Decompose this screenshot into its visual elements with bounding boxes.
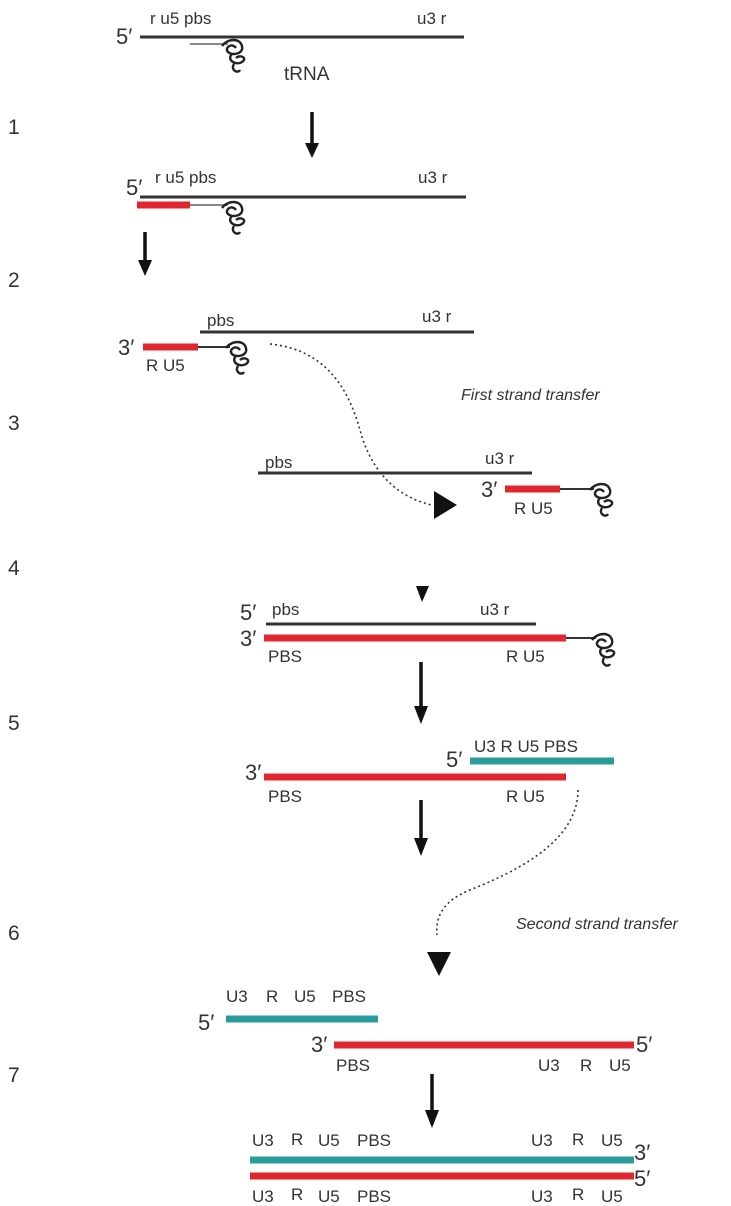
step-1-number: 1 <box>8 116 20 139</box>
step-6-number: 6 <box>8 922 20 945</box>
step-7-number: 7 <box>8 1064 20 1087</box>
three-prime-label: 3′ <box>481 477 497 502</box>
stage-1: 5′ r u5 pbs u3 r <box>126 168 466 235</box>
arrow-step-7 <box>425 1074 439 1128</box>
r-u5-label: R U5 <box>514 499 553 518</box>
pbs-label: pbs <box>265 453 292 472</box>
pbs-upper-label: PBS <box>357 1187 391 1206</box>
second-strand-transfer-label: Second strand transfer <box>516 916 679 933</box>
stage-6: U3 R U5 PBS 5′ 3′ 5′ PBS U3 R U5 <box>198 987 652 1075</box>
pbs-upper-label: PBS <box>357 1131 391 1150</box>
first-strand-transfer-label: First strand transfer <box>461 387 600 404</box>
pbs-upper-label: PBS <box>268 647 302 666</box>
arrow-step-5 <box>414 662 428 724</box>
trna-label: tRNA <box>284 64 330 85</box>
r-label: R <box>572 1185 584 1204</box>
trna-icon <box>220 200 246 235</box>
arrow-step-4 <box>416 586 429 602</box>
r-u5-label: R U5 <box>506 787 545 806</box>
pbs-upper-label: PBS <box>332 987 366 1006</box>
r-u5-pbs-label: r u5 pbs <box>155 168 216 187</box>
three-prime-label: 3′ <box>118 335 134 360</box>
r-label: R <box>291 1130 303 1149</box>
r-label: R <box>266 987 278 1006</box>
first-transfer-arrowhead <box>434 491 457 519</box>
pbs-label: pbs <box>207 311 234 330</box>
stage-4: 5′ pbs u3 r 3′ PBS R U5 <box>240 600 616 667</box>
step-2-number: 2 <box>8 269 20 292</box>
arrow-step-1 <box>305 112 319 158</box>
five-prime-label: 5′ <box>116 24 132 49</box>
pbs-label: pbs <box>272 600 299 619</box>
u5-label: U5 <box>318 1187 340 1206</box>
u3-r-label: u3 r <box>480 600 510 619</box>
u3-r-label: u3 r <box>485 449 515 468</box>
u3-r-label: u3 r <box>422 307 452 326</box>
r-label: R <box>572 1130 584 1149</box>
u3-label: U3 <box>252 1131 274 1150</box>
pbs-upper-label: PBS <box>336 1056 370 1075</box>
five-prime-label: 5′ <box>126 175 142 200</box>
u3-label: U3 <box>538 1056 560 1075</box>
three-prime-label: 3′ <box>311 1032 327 1057</box>
u3-r-label: u3 r <box>418 168 448 187</box>
step-4-number: 4 <box>8 557 20 580</box>
step-numbers: 1 2 3 4 5 6 7 <box>8 116 20 1087</box>
three-prime-label: 3′ <box>245 760 261 785</box>
five-prime-label: 5′ <box>446 747 462 772</box>
u3-r-u5-pbs-label: U3 R U5 PBS <box>474 737 578 756</box>
second-transfer-arrowhead <box>427 952 451 976</box>
u5-label: U5 <box>601 1187 623 1206</box>
step-3-number: 3 <box>8 412 20 435</box>
r-label: R <box>580 1056 592 1075</box>
u5-label: U5 <box>609 1056 631 1075</box>
r-u5-pbs-label: r u5 pbs <box>150 9 211 28</box>
u3-label: U3 <box>226 987 248 1006</box>
first-transfer-dotted-path <box>269 343 433 506</box>
u3-r-label: u3 r <box>417 9 447 28</box>
five-prime-label-right: 5′ <box>636 1032 652 1057</box>
stage-5: 5′ U3 R U5 PBS 3′ PBS R U5 <box>245 737 614 936</box>
five-prime-label: 5′ <box>198 1010 214 1035</box>
u5-label: U5 <box>294 987 316 1006</box>
u5-label: U5 <box>318 1131 340 1150</box>
u5-label: U5 <box>601 1131 623 1150</box>
stage-7: U3 R U5 PBS U3 R U5 3′ 5′ U3 R U5 PBS U3… <box>250 1130 650 1206</box>
r-label: R <box>291 1185 303 1204</box>
three-prime-label: 3′ <box>240 626 256 651</box>
three-prime-label: 3′ <box>634 1140 650 1165</box>
pbs-upper-label: PBS <box>268 787 302 806</box>
arrow-step-2 <box>138 232 152 276</box>
u3-label: U3 <box>252 1187 274 1206</box>
u3-label: U3 <box>531 1187 553 1206</box>
arrow-step-6 <box>414 800 428 856</box>
step-5-number: 5 <box>8 712 20 735</box>
five-prime-label: 5′ <box>240 600 256 625</box>
stage-2: pbs u3 r 3′ R U5 First strand transfer <box>118 307 600 506</box>
stage-genome: 5′ r u5 pbs u3 r tRNA <box>116 9 464 85</box>
five-prime-label: 5′ <box>634 1166 650 1191</box>
u3-label: U3 <box>531 1131 553 1150</box>
stage-3: pbs u3 r 3′ R U5 <box>258 449 614 519</box>
r-u5-label: R U5 <box>146 356 185 375</box>
second-transfer-dotted-path <box>435 789 579 936</box>
r-u5-label: R U5 <box>506 647 545 666</box>
